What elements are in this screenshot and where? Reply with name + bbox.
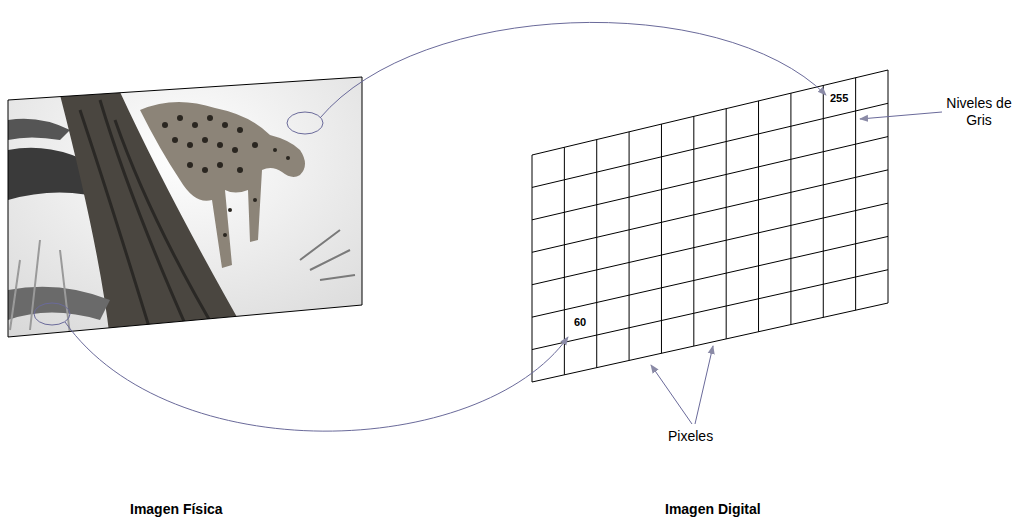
twigs — [10, 240, 70, 335]
grid-line — [661, 124, 662, 353]
grid-line — [532, 155, 533, 382]
grid-line — [532, 170, 888, 252]
leader-line — [860, 112, 942, 119]
photo-frame — [8, 77, 362, 337]
grid-line — [532, 236, 888, 317]
mapping-arc — [320, 22, 826, 118]
grid-line — [693, 116, 694, 346]
mapping-arc — [65, 322, 568, 431]
grid-line — [532, 270, 888, 350]
grid-line — [596, 140, 597, 368]
leopard — [140, 102, 305, 268]
sample-region — [287, 112, 323, 134]
caption-label: Imagen Física — [130, 501, 223, 518]
grid-line — [823, 85, 824, 317]
leader-line — [651, 365, 692, 424]
grid-line — [758, 101, 759, 332]
photo-background — [0, 70, 370, 350]
callout-label: Pixeles — [668, 428, 713, 445]
photo — [0, 70, 370, 350]
grid-line — [532, 103, 888, 187]
sample-region — [34, 303, 70, 325]
grid-line — [532, 70, 888, 155]
grid-line — [532, 137, 888, 220]
caption-label: Imagen Digital — [665, 501, 761, 518]
callout-label: Niveles de Gris — [937, 95, 1021, 129]
pixel-grid — [532, 70, 888, 382]
grid-line — [532, 303, 888, 382]
grid-line — [888, 70, 889, 303]
branch — [8, 119, 70, 140]
grid-line — [790, 93, 791, 324]
leopard-spots — [162, 115, 290, 237]
grid-line — [726, 109, 727, 339]
grid-line — [629, 132, 630, 361]
pixel-value: 255 — [830, 92, 848, 105]
leader-line — [695, 346, 713, 424]
grid-line — [855, 78, 856, 310]
grid-line — [532, 203, 888, 285]
pixel-value: 60 — [574, 316, 586, 329]
grass — [300, 230, 355, 280]
